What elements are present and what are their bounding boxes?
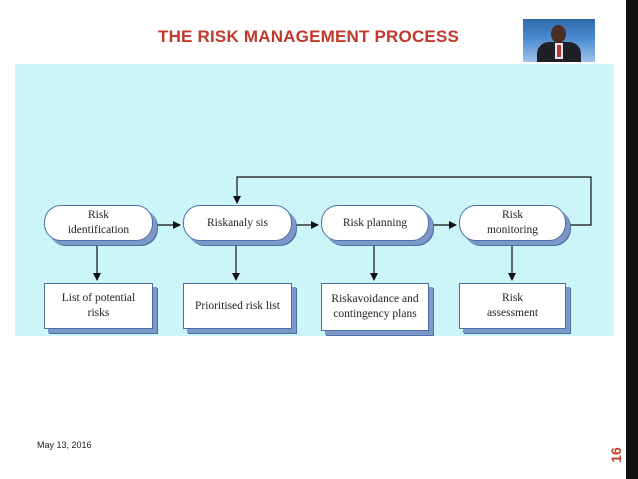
step-risk-planning: Risk planning [321, 205, 429, 241]
step-label: Risk identification [67, 209, 130, 236]
output-label: Prioritised risk list [195, 299, 280, 312]
output-prioritised-risk-list: Prioritised risk list [183, 283, 292, 329]
output-list-of-potential-risks: List of potential risks [44, 283, 153, 329]
right-sidebar-bar [626, 0, 638, 479]
output-label: List of potential risks [61, 292, 136, 319]
step-risk-analysis: Riskanaly sis [183, 205, 292, 241]
slide-date: May 13, 2016 [37, 440, 92, 450]
presenter-photo [523, 19, 595, 62]
step-risk-monitoring: Risk monitoring [459, 205, 566, 241]
step-label: Risk monitoring [486, 209, 539, 236]
output-risk-avoidance-plans: Riskavoidance and contingency plans [321, 283, 429, 331]
slide-title: THE RISK MANAGEMENT PROCESS [158, 27, 460, 46]
output-label: Riskavoidance and contingency plans [331, 293, 419, 320]
slide-page-number: 16 [608, 447, 624, 463]
output-risk-assessment: Risk assessment [459, 283, 566, 329]
photo-tie [557, 45, 561, 57]
step-risk-identification: Risk identification [44, 205, 153, 241]
arrow-feedback-monitoring-to-analysis [233, 176, 592, 226]
output-label: Risk assessment [486, 292, 539, 319]
photo-head [551, 25, 566, 43]
step-label: Risk planning [342, 216, 408, 229]
step-label: Riskanaly sis [206, 216, 268, 229]
